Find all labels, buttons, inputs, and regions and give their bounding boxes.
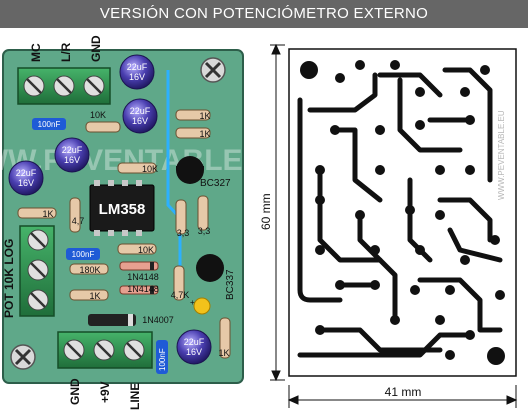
svg-text:100nF: 100nF: [158, 348, 167, 371]
capacitor-tantalum: +: [190, 297, 211, 315]
cap-label: 22uF: [127, 62, 148, 72]
ic-lm358: LM358: [89, 180, 155, 236]
screw-terminal-icon: [63, 339, 85, 361]
svg-text:10K: 10K: [90, 110, 106, 120]
svg-text:22uF: 22uF: [16, 168, 37, 178]
resistor: 3,3: [197, 195, 211, 236]
transistor-bc327: [176, 156, 204, 184]
terminal-block-bottom: [57, 331, 153, 369]
transistor-label-bc327: BC327: [200, 178, 231, 189]
diode-1n4007: 1N4007: [88, 314, 174, 326]
screw-terminal-icon: [27, 229, 49, 251]
copper-board: WWW.PEVENTABLE.EU: [288, 48, 517, 377]
terminal-block-left: [19, 225, 55, 317]
terminal-label-pot: POT 10K LOG: [2, 239, 16, 318]
capacitor-electrolytic: 22uF 16V: [54, 137, 90, 173]
screw-terminal-icon: [27, 289, 49, 311]
resistor: 10K: [117, 243, 157, 255]
capacitor-ceramic: 100nF: [32, 118, 66, 130]
resistor: 1K: [175, 127, 211, 139]
terminal-block-top: [17, 67, 111, 105]
svg-text:22uF: 22uF: [184, 337, 205, 347]
component-board: WWW.PEVENTABLE.EU MC L/R GND PO: [0, 35, 293, 410]
screw-icon: [10, 344, 36, 370]
capacitor-electrolytic: 22uF 16V: [122, 98, 158, 134]
ic-label: LM358: [99, 201, 146, 218]
resistor: 1K: [17, 207, 57, 219]
diode-1n4148: 1N4148: [119, 284, 159, 295]
height-dimension: [270, 43, 285, 382]
screw-terminal-icon: [123, 339, 145, 361]
svg-text:1K: 1K: [42, 209, 53, 219]
svg-text:22uF: 22uF: [130, 106, 151, 116]
transistor-bc337: [196, 254, 224, 282]
terminal-label-9v: +9V: [98, 381, 112, 403]
svg-text:1N4148: 1N4148: [127, 272, 159, 282]
resistor: 4,7: [69, 197, 85, 233]
svg-text:4,7K: 4,7K: [171, 290, 190, 300]
svg-text:1K: 1K: [89, 291, 100, 301]
diode-1n4148: 1N4148: [119, 261, 159, 282]
svg-text:4,7: 4,7: [72, 216, 85, 226]
screw-terminal-icon: [53, 75, 75, 97]
screw-terminal-icon: [23, 75, 45, 97]
terminal-label-mc: MC: [29, 43, 43, 62]
terminal-label-lr: L/R: [59, 42, 73, 62]
resistor: 4,7K: [171, 265, 190, 301]
terminal-label-gnd-bottom: GND: [68, 378, 82, 405]
svg-text:16V: 16V: [129, 72, 145, 82]
height-label: 60 mm: [259, 193, 273, 230]
resistor: 10K: [85, 110, 121, 133]
svg-text:10K: 10K: [138, 245, 154, 255]
svg-text:100nF: 100nF: [72, 250, 95, 259]
capacitor-electrolytic: 22uF 16V: [119, 54, 155, 90]
svg-text:1N4148: 1N4148: [127, 284, 159, 294]
svg-text:22uF: 22uF: [62, 145, 83, 155]
screw-terminal-icon: [93, 339, 115, 361]
screw-terminal-icon: [27, 259, 49, 281]
resistor: 1K: [69, 289, 109, 301]
svg-text:180K: 180K: [79, 265, 100, 275]
svg-text:+: +: [190, 298, 195, 307]
capacitor-electrolytic: 22uF 16V: [8, 160, 44, 196]
resistor: 1K: [218, 317, 231, 359]
svg-text:3,3: 3,3: [198, 226, 211, 236]
svg-text:1K: 1K: [199, 129, 210, 139]
width-label: 41 mm: [385, 385, 422, 399]
pcb-watermark: WWW.PEVENTABLE.EU: [497, 110, 506, 200]
resistor: 1K: [175, 109, 211, 121]
screw-terminal-icon: [83, 75, 105, 97]
resistor: 10K: [117, 162, 158, 174]
terminal-label-gnd-top: GND: [89, 35, 103, 62]
svg-text:16V: 16V: [132, 116, 148, 126]
blue-trace: [166, 70, 182, 300]
terminal-label-line: LINE: [128, 383, 142, 410]
capacitor-electrolytic: 22uF 16V: [176, 329, 212, 365]
resistor: 180K: [69, 263, 109, 275]
svg-text:100nF: 100nF: [38, 120, 61, 129]
svg-text:16V: 16V: [186, 347, 202, 357]
transistor-label-bc337: BC337: [225, 269, 236, 300]
svg-text:16V: 16V: [18, 178, 34, 188]
svg-text:1K: 1K: [199, 111, 210, 121]
svg-text:16V: 16V: [64, 155, 80, 165]
svg-text:3,3: 3,3: [177, 228, 190, 238]
resistor: 3,3: [175, 199, 190, 238]
capacitor-ceramic: 100nF: [66, 248, 100, 260]
width-dimension: [287, 385, 518, 408]
svg-text:1K: 1K: [218, 348, 229, 358]
screw-icon: [200, 57, 226, 83]
svg-text:1N4007: 1N4007: [142, 315, 174, 325]
svg-text:10K: 10K: [142, 164, 158, 174]
capacitor-ceramic: 100nF: [156, 340, 168, 374]
banner-title: VERSIÓN CON POTENCIÓMETRO EXTERNO: [0, 0, 528, 28]
